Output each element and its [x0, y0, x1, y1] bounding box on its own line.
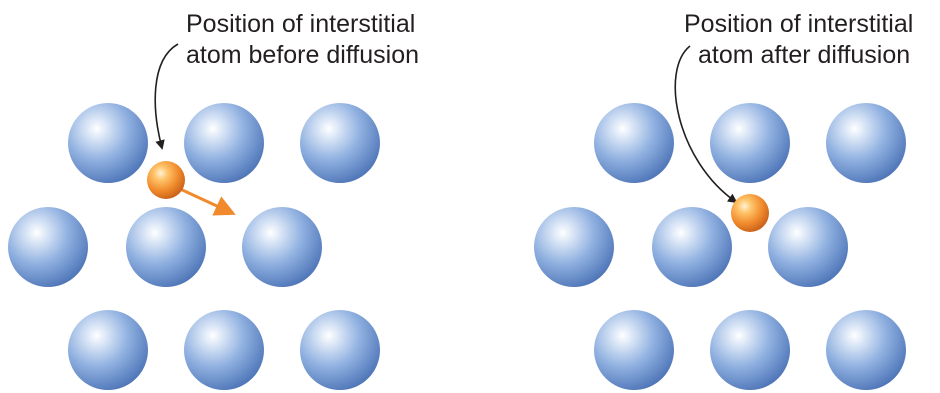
after-host-lattice — [534, 103, 906, 390]
interstitial-atom-after — [731, 194, 769, 232]
after-label-line1: Position of interstitial — [684, 10, 913, 38]
before-label-line2: atom before diffusion — [186, 41, 419, 69]
before-leader-arrow — [154, 43, 179, 150]
host-atom — [768, 207, 848, 287]
host-atom — [68, 103, 148, 183]
host-atom — [68, 310, 148, 390]
host-atom — [826, 310, 906, 390]
before-host-lattice — [8, 103, 380, 390]
host-atom — [126, 207, 206, 287]
host-atom — [8, 207, 88, 287]
host-atom — [710, 103, 790, 183]
host-atom — [594, 103, 674, 183]
host-atom — [652, 207, 732, 287]
after-leader-arrow — [674, 45, 738, 204]
diffusion-direction-arrow — [177, 186, 236, 216]
host-atom — [300, 103, 380, 183]
panel-before: Position of interstitial atom before dif… — [8, 10, 419, 390]
panel-after: Position of interstitial atom after diff… — [534, 10, 913, 390]
host-atom — [300, 310, 380, 390]
host-atom — [710, 310, 790, 390]
before-label-line1: Position of interstitial — [186, 10, 415, 38]
host-atom — [184, 310, 264, 390]
interstitial-atom-before — [147, 161, 185, 199]
host-atom — [184, 103, 264, 183]
host-atom — [826, 103, 906, 183]
host-atom — [534, 207, 614, 287]
after-label-line2: atom after diffusion — [698, 41, 910, 69]
host-atom — [594, 310, 674, 390]
host-atom — [242, 207, 322, 287]
